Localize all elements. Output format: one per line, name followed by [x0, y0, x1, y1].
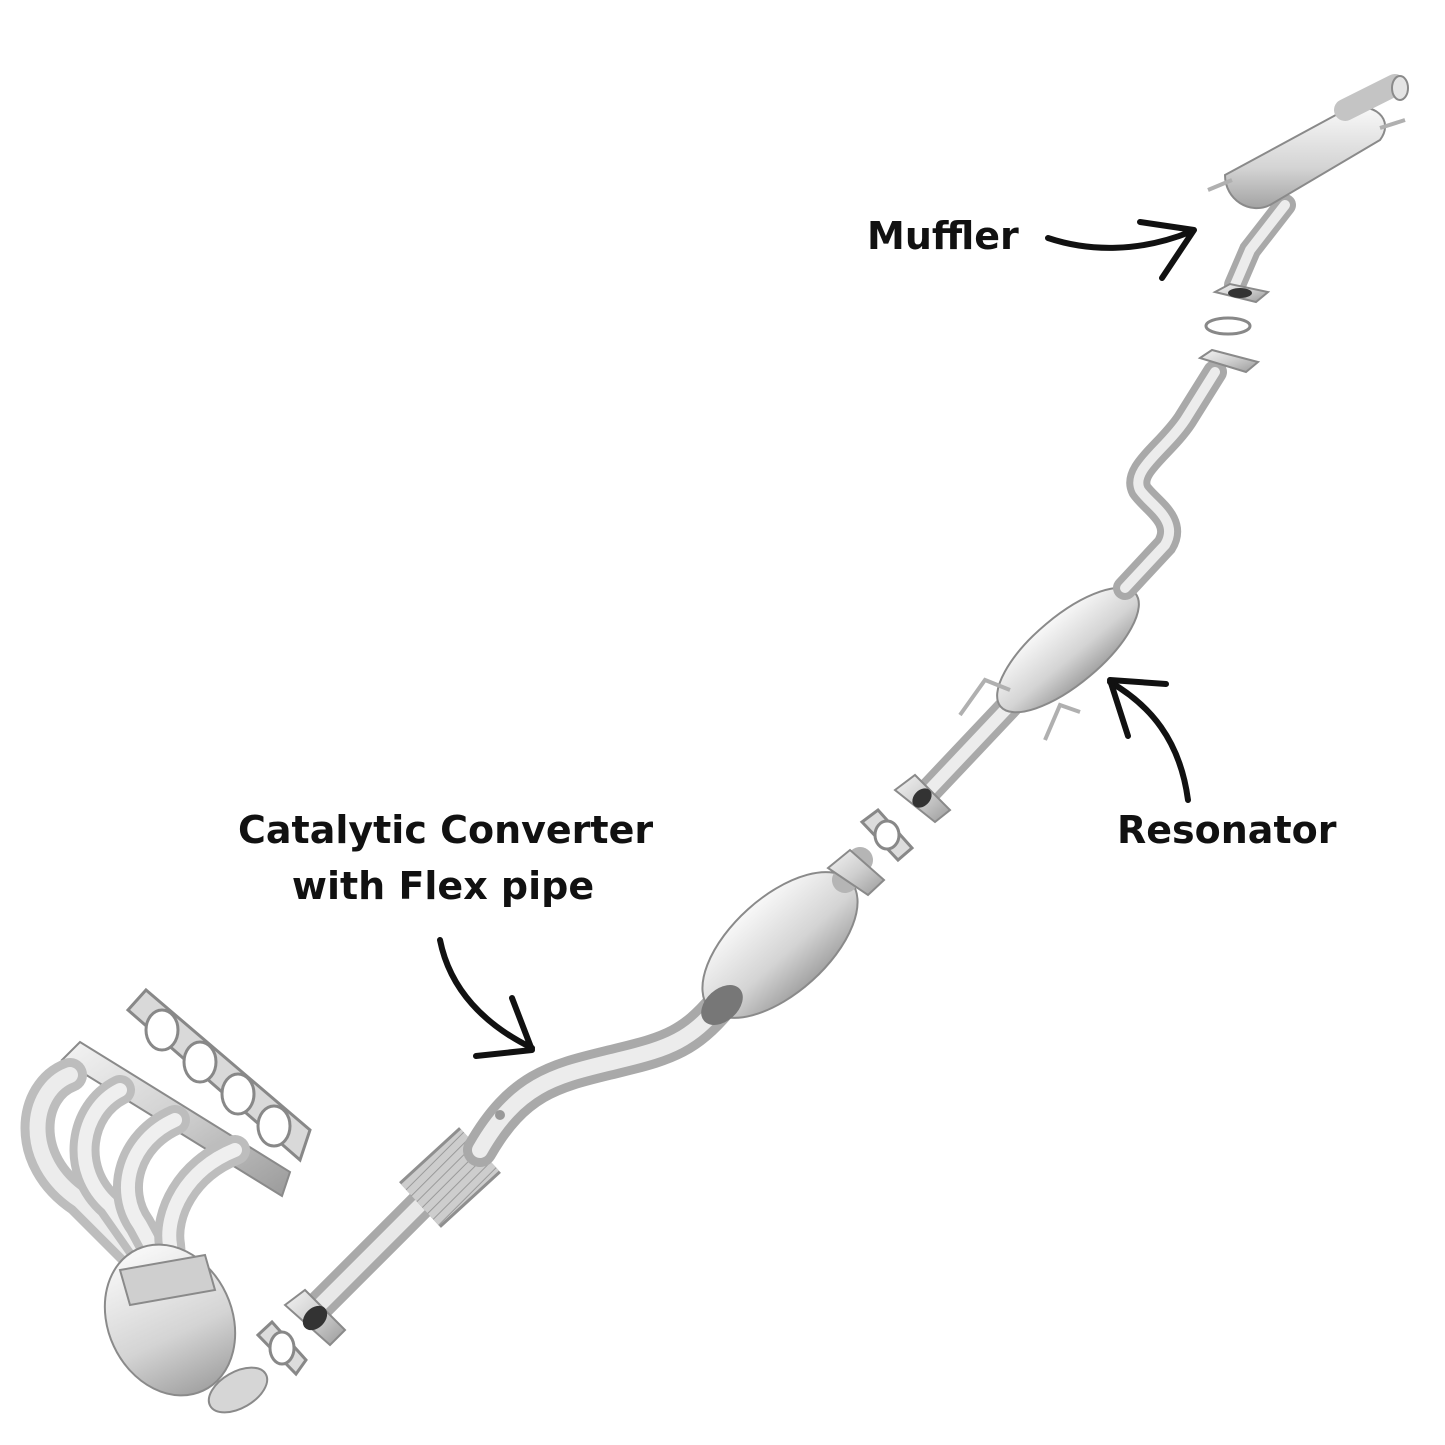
label-catalytic-converter: Catalytic Converter with Flex pipe — [238, 802, 654, 914]
mid-gasket — [859, 807, 915, 863]
front-gasket — [255, 1319, 308, 1377]
rear-gasket — [1204, 316, 1252, 336]
catalytic-converter — [701, 847, 886, 1025]
front-pipe-with-flex — [283, 988, 737, 1347]
resonator-assembly — [893, 348, 1261, 824]
arrow-catalytic-converter — [437, 937, 535, 1059]
manifold-gasket — [125, 987, 312, 1163]
label-resonator: Resonator — [1117, 808, 1337, 852]
arrow-resonator — [1107, 677, 1191, 803]
muffler-assembly — [1207, 74, 1409, 304]
label-catalytic-line2: with Flex pipe — [291, 864, 595, 908]
exhaust-manifold — [20, 987, 312, 1414]
label-catalytic-line1: Catalytic Converter — [238, 808, 654, 852]
arrow-muffler — [1045, 219, 1197, 281]
label-muffler: Muffler — [867, 214, 1019, 258]
